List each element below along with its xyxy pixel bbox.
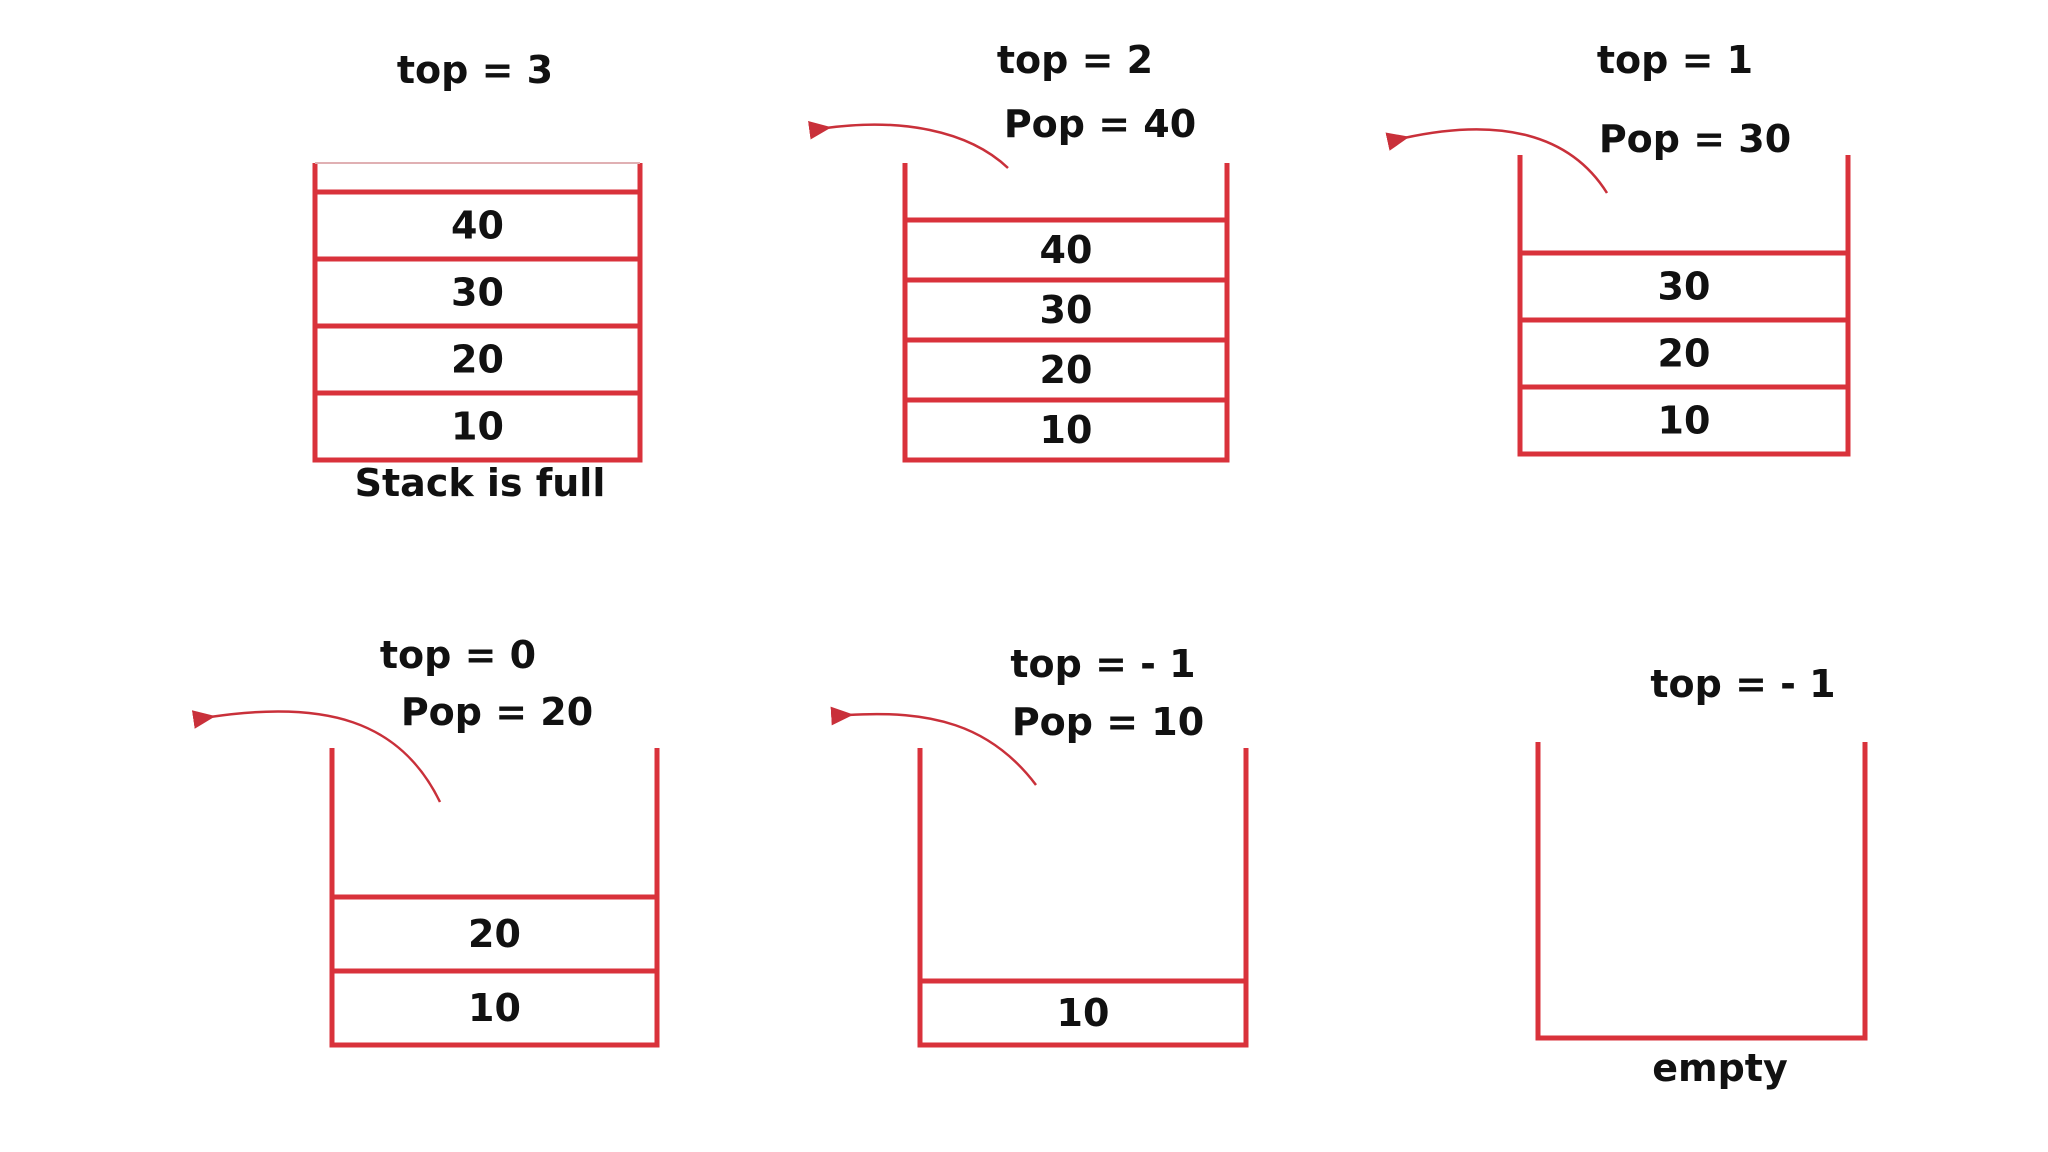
pop-value-label: Pop = 40 xyxy=(1004,102,1196,146)
stack-container xyxy=(1535,742,1868,1041)
stack-cell-value: 10 xyxy=(1658,399,1711,443)
stack-container xyxy=(917,748,1249,1048)
pop-value-label: Pop = 10 xyxy=(1012,700,1204,744)
pop-value-label: Pop = 20 xyxy=(401,690,593,734)
stack-container xyxy=(902,163,1230,463)
stack-cell-value: 10 xyxy=(451,405,504,449)
top-pointer-label: top = 3 xyxy=(397,48,553,92)
top-pointer-label: top = 0 xyxy=(380,633,536,677)
stack-cell-value: 10 xyxy=(1057,991,1110,1035)
stack-cell-value: 10 xyxy=(1040,408,1093,452)
stack-container xyxy=(312,163,643,463)
pop-value-label: Pop = 30 xyxy=(1599,117,1791,161)
stack-panel: top = - 1 empty xyxy=(1535,662,1868,1090)
top-pointer-label: top = - 1 xyxy=(1010,642,1195,686)
stack-panel: 20 10 top = 0 Pop = 20 xyxy=(191,633,660,1048)
stack-cell-value: 10 xyxy=(468,986,521,1030)
stack-cell-value: 30 xyxy=(1658,265,1711,309)
stack-cell-value: 20 xyxy=(451,338,504,382)
stack-panel: 40 30 20 10 top = 2 Pop = 40 xyxy=(808,38,1230,463)
stack-cell-value: 30 xyxy=(451,271,504,315)
stack-panel: 30 20 10 top = 1 Pop = 30 xyxy=(1385,38,1851,457)
stack-cell-value: 20 xyxy=(1040,348,1093,392)
pop-arrow-icon xyxy=(830,706,1037,786)
stack-caption: Stack is full xyxy=(355,461,606,505)
stack-cell-value: 40 xyxy=(1040,228,1093,272)
pop-arrow-icon xyxy=(808,120,1009,169)
top-pointer-label: top = 1 xyxy=(1597,38,1753,82)
stack-cell-value: 20 xyxy=(468,912,521,956)
pop-arrow-icon xyxy=(1385,128,1609,194)
stack-caption: empty xyxy=(1652,1046,1788,1090)
top-pointer-label: top = 2 xyxy=(997,38,1153,82)
stack-cell-value: 40 xyxy=(451,204,504,248)
stack-cell-value: 30 xyxy=(1040,288,1093,332)
pop-arrow-icon xyxy=(191,710,442,803)
stack-panel: 40 30 20 10 top = 3 Stack is full xyxy=(312,48,643,505)
top-pointer-label: top = - 1 xyxy=(1650,662,1835,706)
stack-container xyxy=(1517,155,1851,457)
stack-panel: 10 top = - 1 Pop = 10 xyxy=(830,642,1249,1048)
stack-cell-value: 20 xyxy=(1658,332,1711,376)
